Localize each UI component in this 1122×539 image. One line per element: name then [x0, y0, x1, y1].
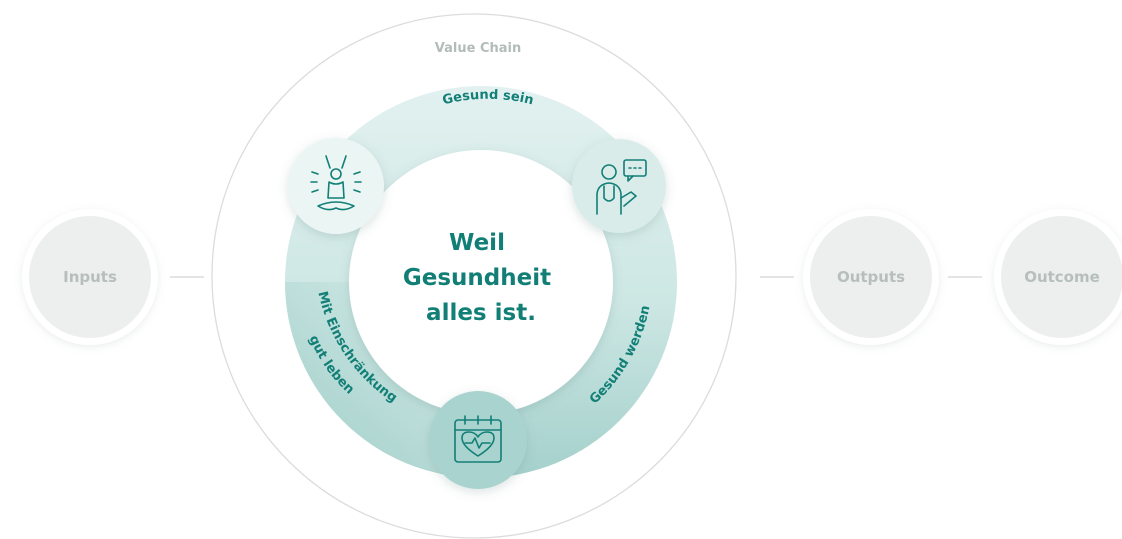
- value-chain-label: Value Chain: [435, 41, 521, 56]
- doctor-badge: [572, 139, 666, 233]
- outputs-node: Outputs: [803, 209, 939, 345]
- segment-label-gesund-sein: Gesund sein: [441, 88, 535, 109]
- heart-calendar-icon: [454, 415, 502, 463]
- yoga-meditation-icon: [310, 155, 362, 211]
- outcome-label: Outcome: [1024, 268, 1100, 286]
- inputs-node: Inputs: [22, 209, 158, 345]
- outputs-label: Outputs: [837, 268, 905, 286]
- outcome-node: Outcome: [994, 209, 1122, 345]
- inputs-label: Inputs: [63, 268, 117, 286]
- center-line-3: alles ist.: [426, 300, 536, 326]
- center-circle: [349, 150, 613, 414]
- segment-label-gesund-sein-text: Gesund sein: [441, 88, 535, 109]
- heart-calendar-badge: [429, 391, 527, 489]
- center-title: Weil Gesundheit alles ist.: [403, 230, 559, 326]
- doctor-consultation-icon: [596, 159, 647, 215]
- center-line-2: Gesundheit: [403, 265, 551, 291]
- value-chain-outline: [211, 13, 737, 539]
- center-line-1: Weil: [449, 230, 505, 256]
- yoga-badge: [288, 138, 384, 234]
